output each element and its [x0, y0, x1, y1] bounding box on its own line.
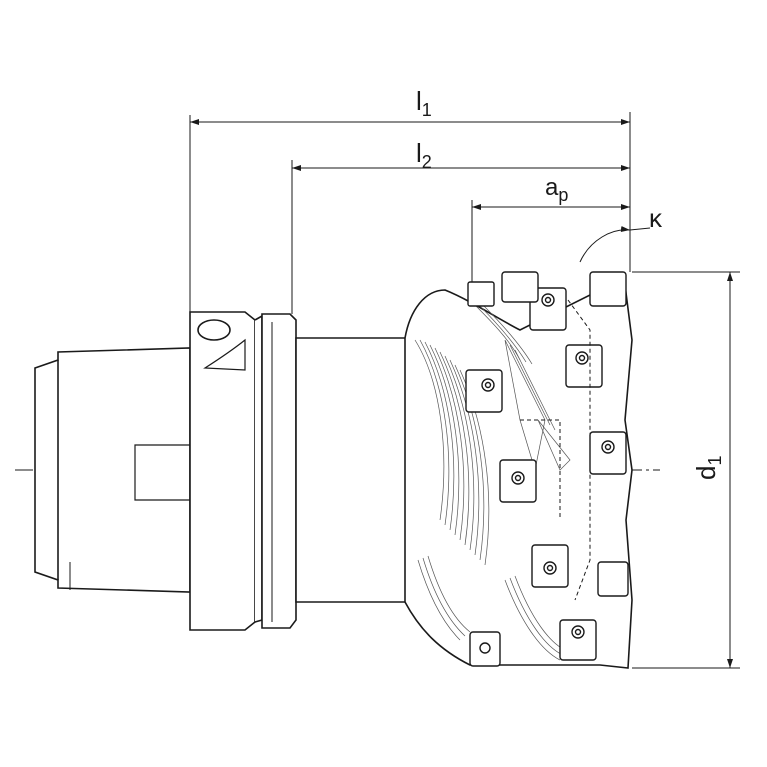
dimension-label-l2: l2 — [416, 138, 432, 172]
flange — [189, 311, 297, 631]
insert — [589, 271, 627, 307]
shank — [34, 347, 191, 593]
dimension-lines — [189, 112, 740, 669]
dimension-label-l1: l1 — [416, 86, 432, 120]
hidden-edges — [520, 299, 591, 601]
insert — [565, 344, 603, 388]
insert — [559, 619, 597, 661]
dim-kappa-arc — [579, 226, 631, 263]
dimension-label-d1: d1 — [691, 455, 725, 480]
insert — [529, 287, 567, 331]
insert — [597, 561, 629, 597]
dimension-label-ap: ap — [545, 174, 569, 205]
insert — [467, 281, 495, 307]
cutting-inserts — [465, 271, 629, 667]
flute-hatching — [414, 299, 571, 661]
dimension-label-kappa: κ — [649, 203, 662, 233]
neck — [295, 317, 421, 623]
insert — [501, 271, 539, 303]
insert — [465, 369, 503, 413]
